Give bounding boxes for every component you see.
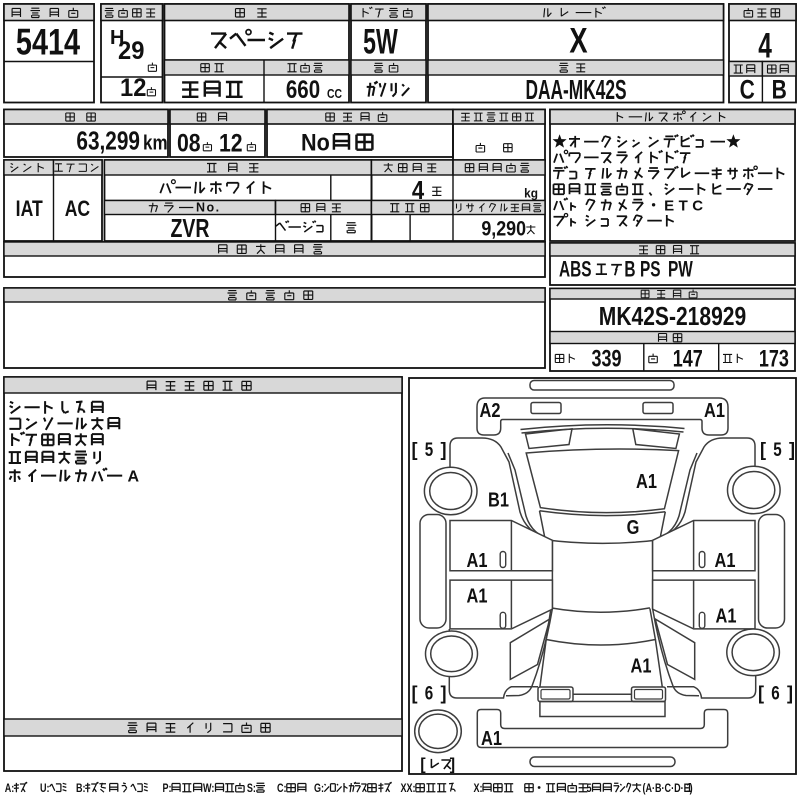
svg-text:[: [ — [411, 682, 417, 704]
svg-text:A:: A: — [5, 782, 15, 796]
svg-text:X:: X: — [474, 782, 483, 796]
svg-text:12: 12 — [120, 74, 146, 102]
svg-text:S:: S: — [247, 782, 256, 796]
svg-text:A1: A1 — [716, 604, 737, 627]
svg-text:A1: A1 — [467, 548, 488, 571]
svg-text:1: 1 — [687, 782, 693, 795]
svg-text:(A·B·C·D·E): (A·B·C·D·E) — [643, 782, 693, 796]
svg-text:]: ] — [440, 439, 446, 461]
svg-text:A1: A1 — [481, 726, 502, 749]
svg-text:U:: U: — [40, 782, 50, 796]
svg-text:12: 12 — [219, 129, 243, 157]
svg-text:6: 6 — [771, 682, 779, 704]
svg-text:A1: A1 — [636, 469, 657, 492]
svg-text:B: B — [772, 75, 787, 105]
svg-text:]: ] — [450, 754, 455, 773]
svg-text:4: 4 — [758, 27, 772, 65]
svg-text:63,299: 63,299 — [76, 126, 140, 155]
svg-text:[: [ — [760, 439, 766, 461]
svg-text:339: 339 — [591, 346, 621, 372]
svg-text:5W: 5W — [363, 23, 398, 62]
svg-text:H: H — [110, 27, 124, 49]
svg-text:G:: G: — [314, 782, 324, 796]
svg-text:G: G — [627, 515, 640, 538]
svg-text:AC: AC — [65, 197, 90, 221]
svg-text:No.: No. — [196, 201, 221, 215]
svg-text:C:: C: — [277, 782, 287, 796]
svg-text:A: A — [128, 468, 140, 485]
svg-text:ETC: ETC — [664, 197, 708, 214]
svg-text:kg: kg — [524, 186, 538, 200]
svg-text:A1: A1 — [715, 548, 736, 571]
svg-text:MK42S-218929: MK42S-218929 — [599, 303, 746, 332]
svg-text:DAA-MK42S: DAA-MK42S — [525, 74, 626, 105]
svg-text:ABS: ABS — [559, 258, 591, 282]
svg-text:660: 660 — [286, 75, 320, 103]
svg-text:A1: A1 — [704, 398, 725, 421]
svg-text:29: 29 — [118, 37, 144, 65]
svg-text:173: 173 — [759, 346, 789, 372]
svg-text:CC: CC — [327, 87, 342, 101]
svg-text:A1: A1 — [467, 584, 488, 607]
svg-text:XX:: XX: — [401, 782, 416, 796]
svg-text:[: [ — [420, 754, 426, 773]
svg-text:X: X — [569, 21, 587, 60]
svg-text:B: B — [624, 258, 635, 282]
svg-text:5414: 5414 — [16, 22, 81, 63]
svg-text:ZVR: ZVR — [171, 213, 210, 242]
svg-text:5: 5 — [773, 438, 782, 460]
svg-text:IAT: IAT — [16, 197, 43, 221]
svg-text:5: 5 — [425, 438, 434, 460]
svg-text:B:: B: — [76, 782, 86, 796]
svg-text:]: ] — [789, 439, 795, 461]
svg-text:P:: P: — [163, 782, 172, 796]
svg-text:B1: B1 — [488, 488, 509, 511]
svg-text:147: 147 — [673, 346, 703, 372]
svg-text:A1: A1 — [631, 654, 652, 677]
svg-text:[: [ — [758, 682, 764, 704]
svg-text:4: 4 — [412, 176, 425, 205]
svg-text:5: 5 — [587, 782, 592, 796]
svg-text:No: No — [301, 128, 330, 155]
svg-text:W:: W: — [203, 782, 214, 796]
svg-text:08: 08 — [177, 129, 201, 157]
svg-text:km: km — [143, 131, 168, 154]
svg-text:]: ] — [787, 682, 793, 704]
svg-text:9,290: 9,290 — [481, 217, 526, 241]
svg-text:A2: A2 — [480, 398, 501, 421]
svg-text:]: ] — [440, 682, 446, 704]
svg-text:6: 6 — [425, 682, 433, 704]
svg-text:[: [ — [411, 439, 417, 461]
svg-text:PS: PS — [640, 258, 661, 282]
svg-text:C: C — [740, 75, 755, 105]
svg-text:PW: PW — [668, 258, 693, 282]
